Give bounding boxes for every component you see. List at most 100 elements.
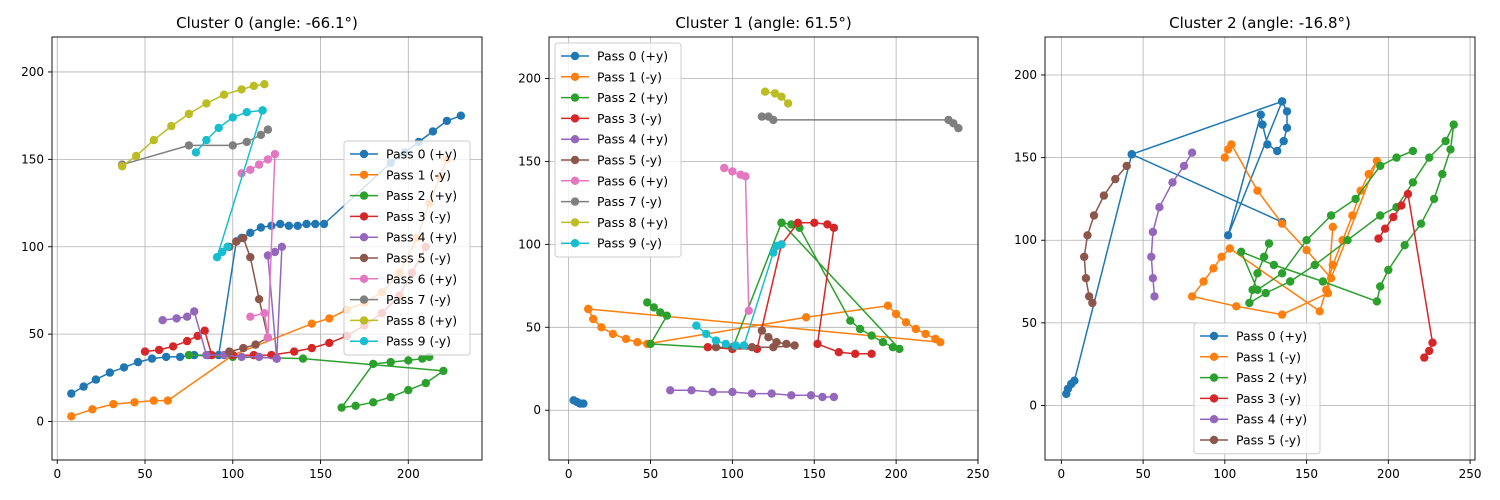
series-7-point-0-3 — [242, 137, 251, 147]
y-tick-label-0: 0 — [36, 415, 44, 429]
series-4-point-0-5 — [767, 389, 776, 398]
series-5-point-0-6 — [747, 343, 757, 352]
series-1-point-0-12 — [921, 329, 930, 339]
legend-marker-9 — [570, 239, 580, 248]
legend-marker-1 — [359, 170, 369, 179]
series-0-point-0-26 — [428, 127, 438, 136]
series-2 — [1237, 120, 1458, 308]
series-3-point-0-2 — [1389, 212, 1398, 222]
legend-label-8: Pass 8 (+y) — [386, 313, 457, 328]
legend-item-1: Pass 1 (-y) — [561, 69, 662, 84]
legend-label-3: Pass 3 (-y) — [1236, 391, 1301, 406]
series-4-point-0-6 — [237, 352, 246, 362]
legend-label-9: Pass 9 (-y) — [597, 236, 662, 251]
series-5-point-0-8 — [1088, 298, 1097, 308]
series-1-point-0-17 — [1209, 264, 1218, 273]
legend-label-3: Pass 3 (-y) — [386, 209, 451, 224]
series-1-point-0-0 — [1220, 153, 1230, 162]
legend-label-5: Pass 5 (-y) — [1236, 433, 1301, 448]
series-2-point-0-7 — [787, 220, 796, 229]
legend-item-5: Pass 5 (-y) — [1200, 433, 1301, 448]
legend-marker-3 — [570, 114, 580, 123]
series-6-point-0-2 — [254, 160, 264, 169]
series-9-point-0-4 — [242, 108, 251, 117]
legend-label-7: Pass 7 (-y) — [597, 194, 662, 209]
series-2-point-0-5 — [1261, 288, 1270, 298]
series-8 — [760, 87, 793, 108]
series-5-point-0-1 — [764, 333, 773, 342]
legend-item-2: Pass 2 (+y) — [350, 188, 457, 203]
series-9-point-0-8 — [218, 247, 227, 257]
series-5-point-0-2 — [239, 233, 248, 243]
series-8-point-0-7 — [237, 85, 246, 94]
series-4 — [158, 242, 287, 363]
series-2-point-0-19 — [1400, 241, 1409, 250]
legend-item-6: Pass 6 (+y) — [561, 173, 668, 188]
series-0-point-0-6 — [147, 354, 157, 363]
series-1-point-0-7 — [801, 313, 811, 322]
series-1-point-0-4 — [149, 396, 158, 405]
series-3-point-0-2 — [168, 342, 178, 351]
series-8-point-0-8 — [249, 81, 258, 91]
series-3-point-0-0 — [1374, 234, 1383, 243]
legend-label-8: Pass 8 (+y) — [597, 215, 668, 230]
series-2-point-0-7 — [1310, 260, 1320, 270]
series-1-point-0-3 — [1253, 186, 1262, 195]
series-8-point-0-2 — [777, 92, 786, 101]
series-4-point-0-2 — [708, 387, 717, 397]
series-1-point-0-16 — [1217, 252, 1226, 261]
series-5-point-0-8 — [711, 343, 721, 352]
series-2-point-0-13 — [1441, 136, 1450, 146]
legend-label-6: Pass 6 (+y) — [386, 271, 457, 286]
legend-label-4: Pass 4 (+y) — [1236, 412, 1307, 427]
series-7 — [757, 112, 963, 133]
series-1-point-0-5 — [633, 338, 642, 347]
series-0-point-0-2 — [91, 375, 101, 384]
series-3-point-0-4 — [793, 218, 803, 227]
x-tick-label-5: 250 — [1459, 467, 1482, 481]
legend-marker-1 — [1209, 352, 1219, 361]
series-6 — [720, 163, 753, 315]
series-9-point-0-9 — [223, 242, 232, 251]
series-9-point-0-5 — [739, 341, 749, 350]
series-9-point-0-4 — [731, 341, 740, 350]
series-1-line-0 — [1191, 143, 1378, 316]
series-8-point-0-0 — [760, 87, 770, 96]
series-2-point-0-13 — [888, 343, 898, 352]
series-0-point-0-5 — [133, 357, 143, 367]
legend-item-1: Pass 1 (-y) — [350, 167, 451, 182]
series-3-point-0-5 — [810, 218, 819, 227]
series-9 — [191, 106, 267, 262]
series-0-point-0-15 — [1223, 231, 1233, 240]
series-9-point-0-7 — [212, 253, 222, 262]
series-9-point-0-2 — [711, 336, 721, 345]
series-2-point-0-21 — [1376, 282, 1385, 291]
legend-marker-1 — [570, 72, 580, 82]
legend-item-3: Pass 3 (-y) — [1200, 391, 1301, 406]
series-6 — [237, 149, 280, 342]
legend-item-0: Pass 0 (+y) — [350, 147, 457, 162]
series-0-point-0-18 — [284, 221, 294, 230]
series-0-point-0-16 — [267, 221, 276, 230]
series-2-point-0-15 — [777, 218, 786, 227]
legend-marker-6 — [359, 274, 369, 283]
series-2-point-0-25 — [1237, 247, 1246, 256]
series-0-point-0-20 — [302, 219, 311, 229]
series-5-point-0-3 — [1089, 211, 1099, 220]
series-2-point-0-33 — [1408, 146, 1418, 156]
series-8 — [118, 80, 269, 171]
series-4-point-0-1 — [1179, 161, 1189, 171]
series-6-point-0-3 — [263, 155, 273, 164]
series-3-point-0-8 — [813, 339, 822, 349]
series-4-point-0-12 — [277, 242, 287, 251]
legend-item-4: Pass 4 (+y) — [350, 230, 457, 245]
series-8-point-0-5 — [202, 99, 211, 108]
series-2-point-0-2 — [1253, 269, 1262, 278]
series-3-point-0-5 — [200, 326, 209, 335]
series-0-point-0-8 — [1282, 107, 1292, 116]
legend-item-1: Pass 1 (-y) — [1200, 349, 1301, 364]
series-0-point-0-11 — [1273, 146, 1282, 156]
legend-marker-0 — [1209, 331, 1219, 341]
series-2-point-0-14 — [1449, 120, 1458, 129]
